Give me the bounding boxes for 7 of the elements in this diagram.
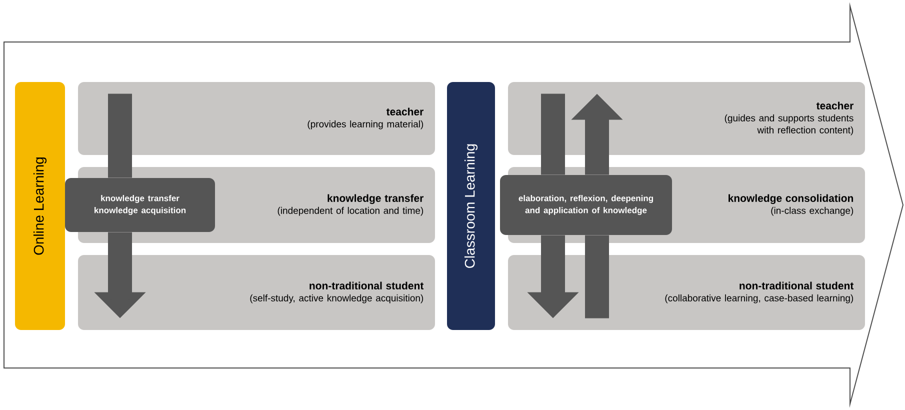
label-box: knowledge transfer knowledge acquisition [65,178,215,232]
text-box: teacher (provides learning material) [78,82,435,155]
arrow-outline [4,2,904,408]
phase-band: Classroom Learning [447,82,495,330]
phase-band: Online Learning [15,82,65,330]
label-box: elaboration, reflexion, deepening and application of knowledge [500,175,672,235]
text-box: non-traditional student (self-study, active knowledge acquisition) [78,255,435,330]
